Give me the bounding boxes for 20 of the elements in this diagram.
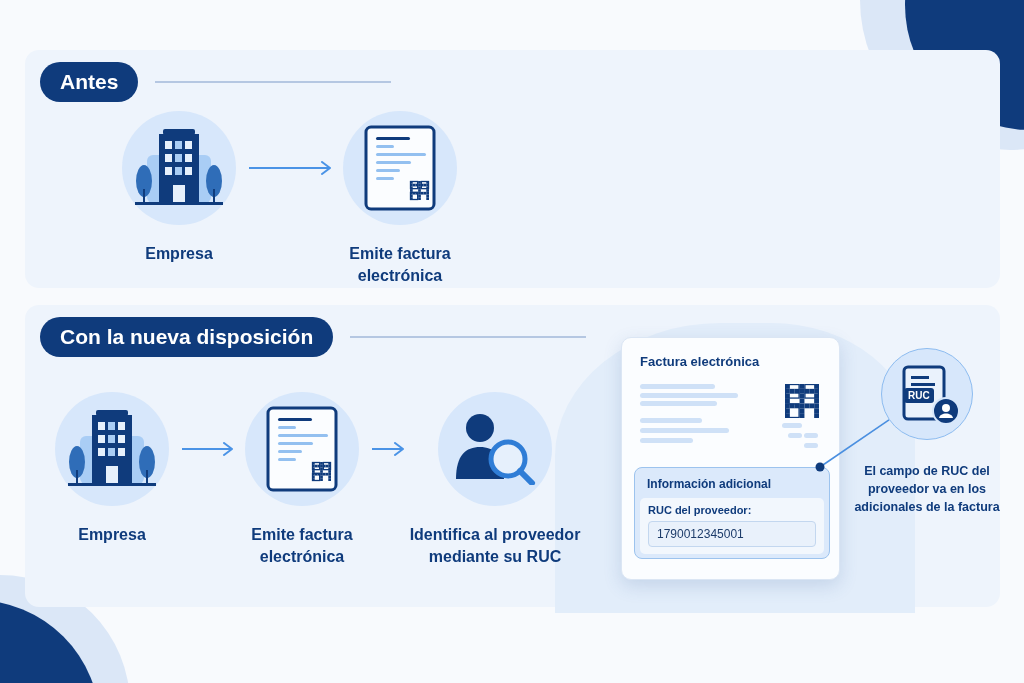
step-label: Empresa — [145, 244, 213, 264]
section-heading: Con la nueva disposición — [40, 317, 334, 357]
section-heading: Antes — [40, 62, 139, 102]
field-label: RUC del proveedor: — [648, 504, 753, 516]
step-label: Identifica al proveedor mediante su RUC — [408, 525, 582, 567]
step-label: Empresa — [78, 525, 146, 545]
input-field: 1790012345001 — [648, 521, 816, 547]
step-label: Emite factura electrónica — [348, 244, 452, 286]
arrow — [181, 442, 233, 456]
card-title: Factura electrónica — [640, 354, 760, 369]
invoice-card — [621, 337, 840, 580]
step-label: Emite factura electrónica — [250, 525, 354, 567]
arrow — [248, 161, 331, 175]
section-title: Información adicional — [646, 476, 773, 493]
leader-line — [815, 419, 890, 472]
callout-text: El campo de RUC del proveedor va en los adicionales de la factura — [854, 463, 1000, 516]
section-panel — [25, 50, 1000, 288]
ruc-tag: RUC — [904, 388, 934, 403]
arrow — [371, 442, 404, 456]
info-section — [634, 467, 830, 559]
